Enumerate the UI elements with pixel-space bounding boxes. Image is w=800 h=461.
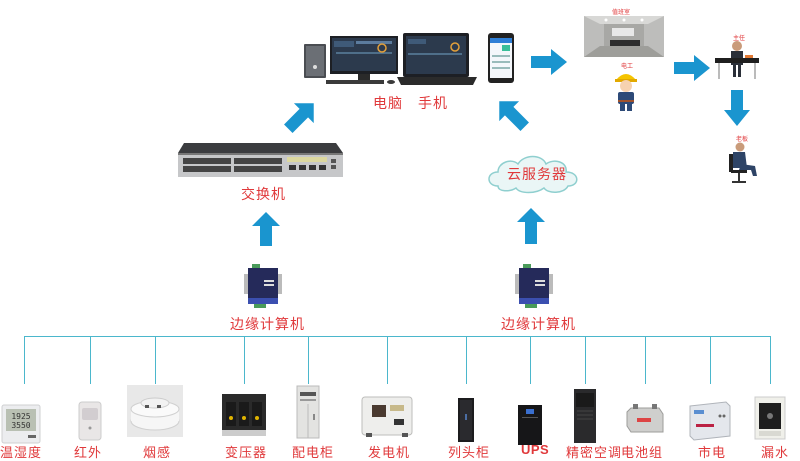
boss-label: 老板 bbox=[736, 136, 749, 143]
transformer-icon bbox=[222, 394, 266, 436]
device-label: 漏水 bbox=[761, 446, 790, 461]
laptop-icon bbox=[397, 33, 477, 85]
bus-drop-line bbox=[24, 336, 25, 384]
device-label: 发电机 bbox=[368, 446, 411, 461]
smartphone-icon bbox=[488, 33, 514, 83]
device-label: 配电柜 bbox=[292, 446, 335, 461]
device-label: 变压器 bbox=[225, 446, 268, 461]
bus-drop-line bbox=[585, 336, 586, 384]
device-label: 电池组 bbox=[621, 446, 664, 461]
svg-text:3550: 3550 bbox=[11, 421, 30, 430]
arrow-up-left-edge-icon bbox=[252, 212, 280, 246]
edge-computer-left-icon bbox=[244, 264, 282, 308]
device-label: 精密空调 bbox=[566, 446, 623, 461]
electrician-label: 电工 bbox=[621, 63, 634, 70]
duty-room-label: 值班室 bbox=[612, 9, 631, 16]
arrow-terminals-to-duty-room-icon bbox=[531, 49, 567, 75]
edge-computer-right-label: 边缘计算机 bbox=[501, 317, 576, 333]
field-bus-line bbox=[24, 336, 771, 337]
device-label: 温湿度 bbox=[0, 446, 43, 461]
generator-icon bbox=[361, 396, 413, 437]
battery-pack-icon bbox=[626, 404, 664, 433]
switch-label: 交换机 bbox=[241, 187, 286, 203]
bus-drop-line bbox=[387, 336, 388, 384]
terminals-label: 电脑 手机 bbox=[373, 96, 448, 112]
bus-drop-line bbox=[710, 336, 711, 384]
device-label: 红外 bbox=[74, 446, 103, 461]
keyboard-icon bbox=[326, 80, 395, 84]
device-label: UPS bbox=[521, 442, 550, 457]
bus-drop-line bbox=[770, 336, 771, 384]
edge-computer-right-icon bbox=[515, 264, 553, 308]
bus-drop-line bbox=[244, 336, 245, 384]
electrician-icon bbox=[615, 74, 637, 111]
ups-icon bbox=[518, 405, 542, 445]
smoke-detector-icon bbox=[127, 385, 183, 437]
bus-drop-line bbox=[308, 336, 309, 384]
distribution-cabinet-icon bbox=[296, 385, 320, 439]
duty-room-photo-icon bbox=[584, 16, 664, 57]
bus-drop-line bbox=[90, 336, 91, 384]
bus-drop-line bbox=[466, 336, 467, 384]
desktop-pc-icon bbox=[304, 44, 326, 78]
monitor-icon bbox=[330, 36, 398, 83]
director-at-desk-icon bbox=[715, 41, 759, 79]
cloud-server-label: 云服务器 bbox=[507, 167, 567, 183]
cloud-icon bbox=[488, 155, 578, 194]
svg-text:1925: 1925 bbox=[11, 412, 30, 421]
bus-drop-line bbox=[645, 336, 646, 384]
network-switch-icon bbox=[178, 143, 343, 177]
arrow-up-right-edge-icon bbox=[517, 208, 545, 244]
water-leak-sensor-icon bbox=[754, 396, 786, 440]
device-label: 市电 bbox=[698, 446, 727, 461]
precision-ac-icon bbox=[574, 389, 596, 443]
device-label: 列头柜 bbox=[448, 446, 491, 461]
mains-power-meter-icon bbox=[689, 401, 731, 441]
director-label: 主任 bbox=[733, 35, 746, 42]
boss-in-chair-icon bbox=[729, 142, 757, 183]
arrow-director-to-boss-icon bbox=[724, 90, 750, 126]
thermo-hygrometer-icon: 1925 3550 bbox=[1, 404, 41, 444]
arrow-cloud-to-terminals-icon bbox=[499, 101, 529, 131]
infrared-sensor-icon bbox=[78, 401, 102, 441]
arrow-switch-to-terminals-icon bbox=[284, 103, 314, 133]
arrow-electrician-to-director-icon bbox=[674, 55, 710, 81]
bus-drop-line bbox=[530, 336, 531, 384]
column-head-cabinet-icon bbox=[458, 398, 474, 442]
edge-computer-left-label: 边缘计算机 bbox=[230, 317, 305, 333]
device-label: 烟感 bbox=[143, 446, 172, 461]
bus-drop-line bbox=[155, 336, 156, 384]
